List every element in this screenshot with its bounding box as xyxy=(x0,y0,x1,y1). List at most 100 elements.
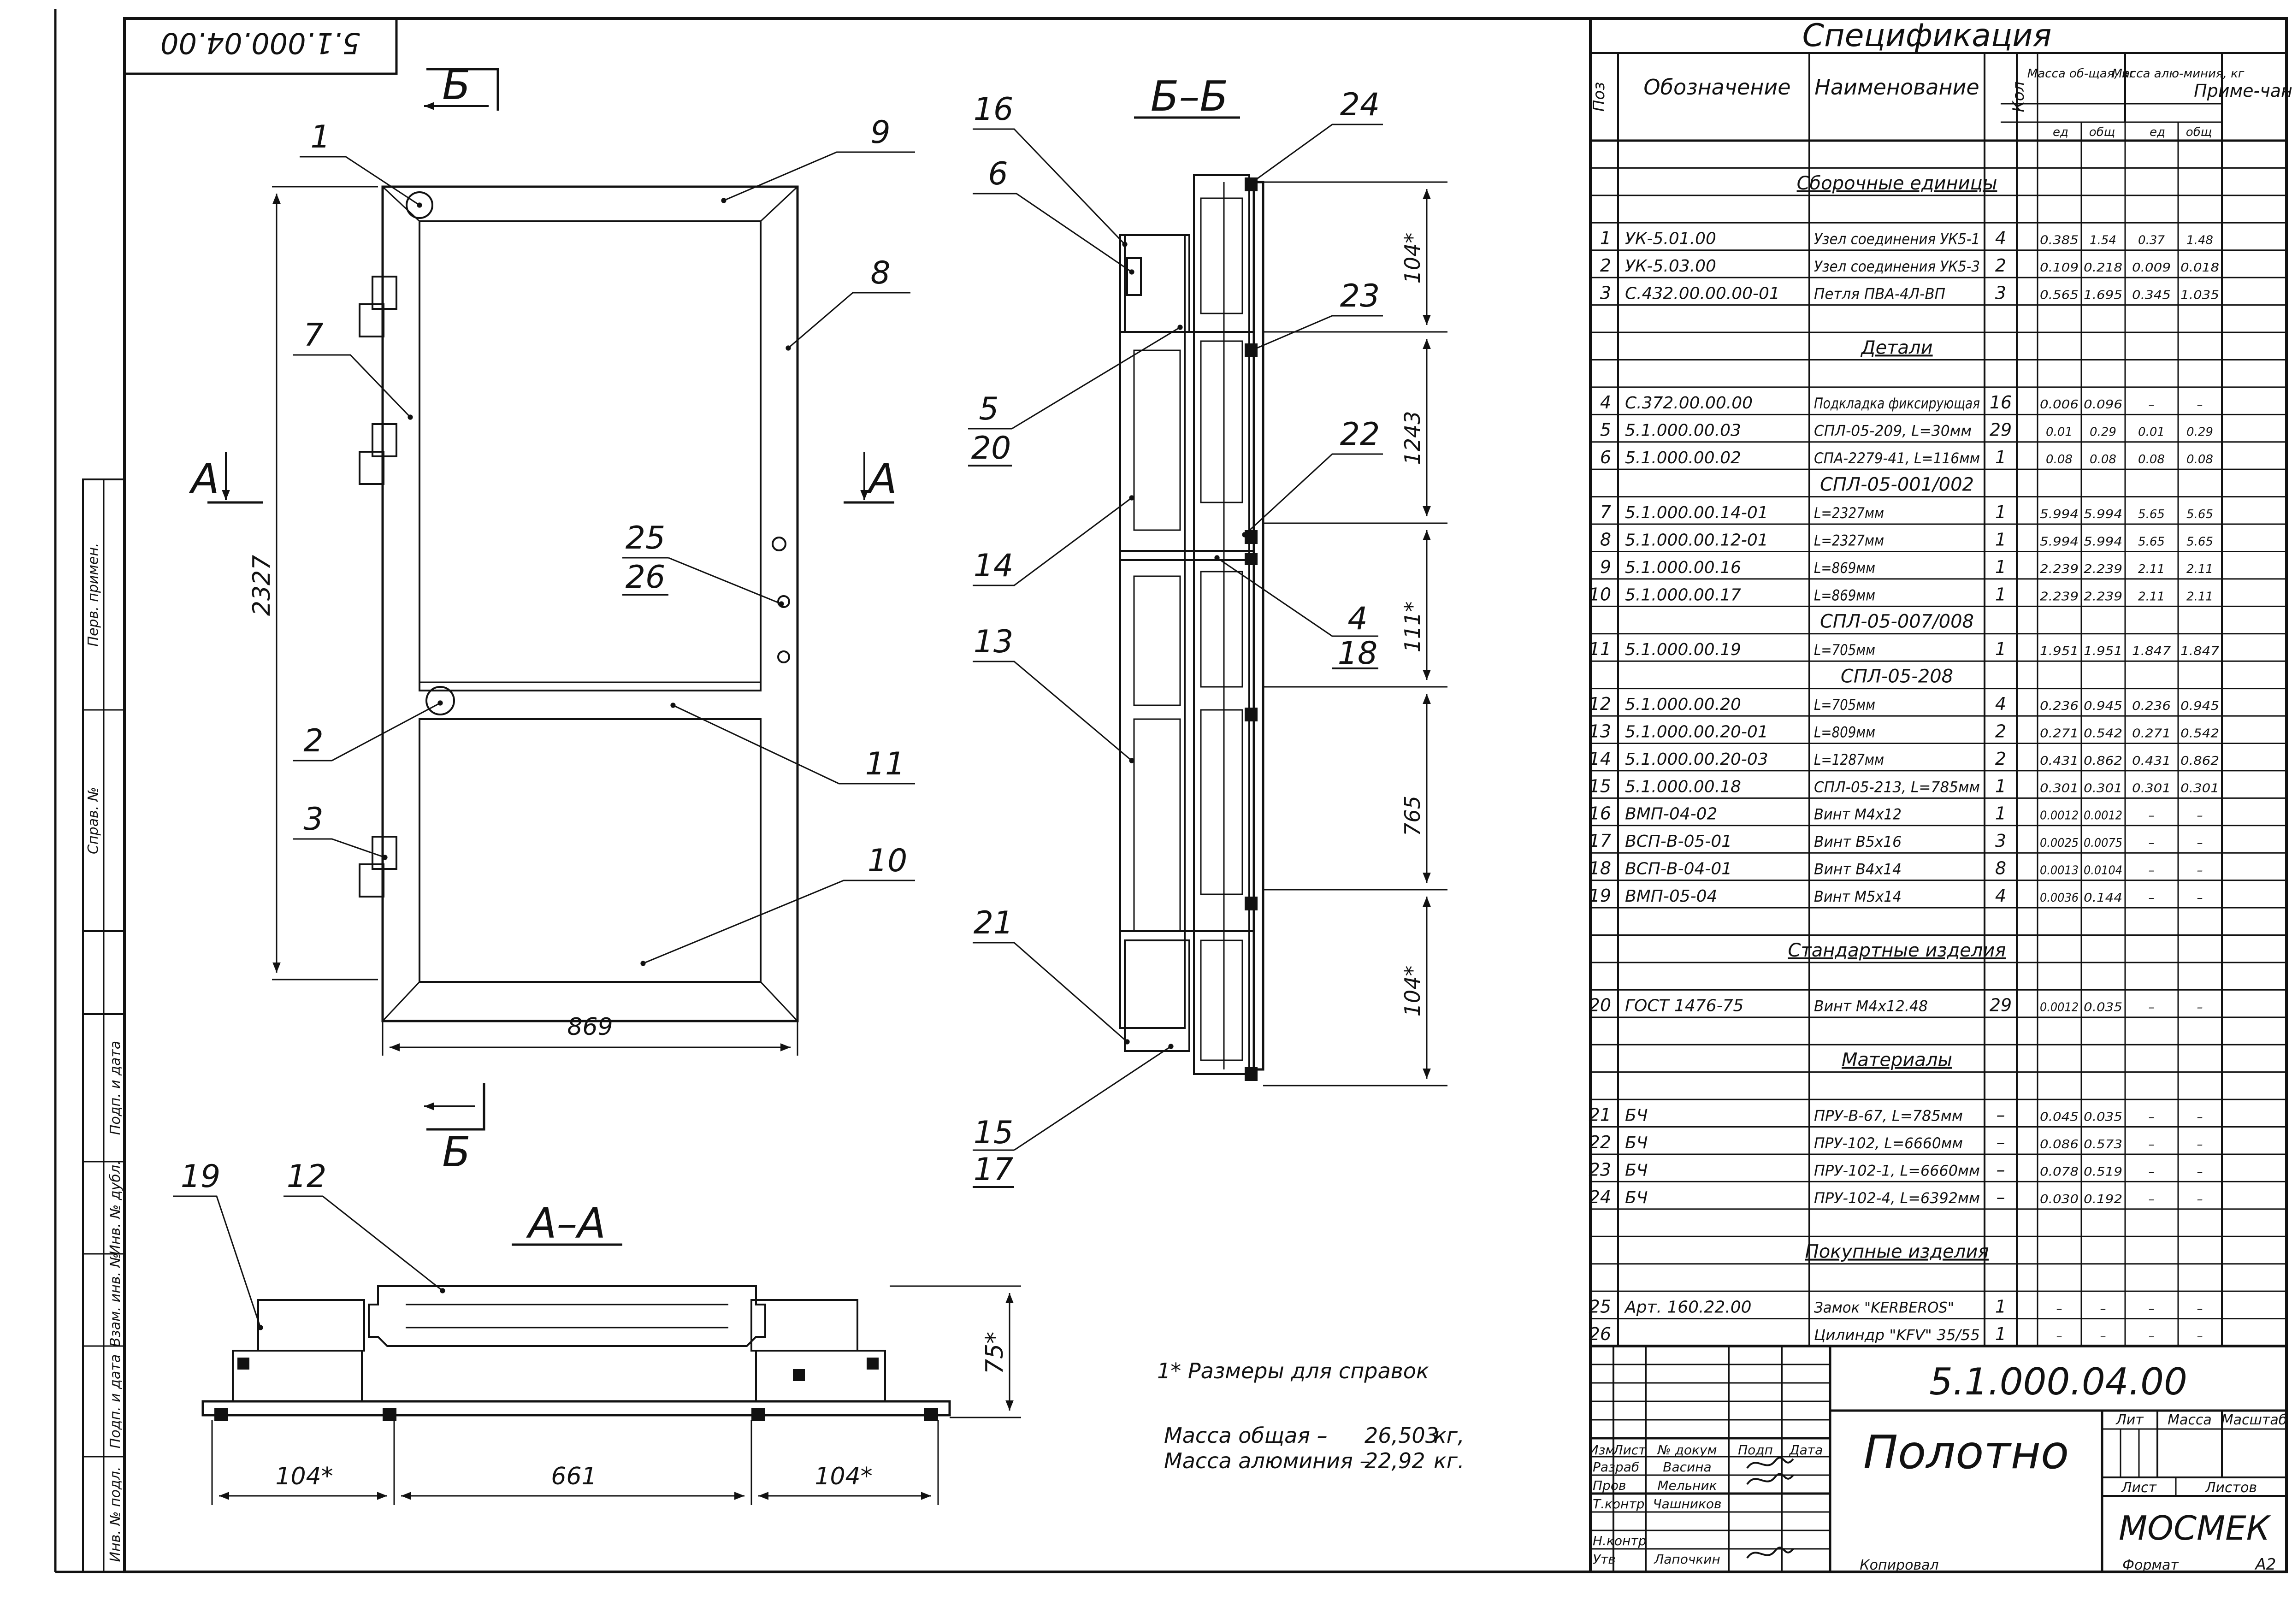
spec-m1: 0.0036 xyxy=(2040,891,2079,905)
tb-header: № докум xyxy=(1656,1442,1717,1458)
spec-section-row: Стандартные изделия xyxy=(1788,940,2006,961)
spec-kol: – xyxy=(1997,1159,2005,1180)
svg-text:11: 11 xyxy=(865,746,905,782)
side-strip: Перв. примен. Справ. № Подп. и дата Инв.… xyxy=(82,478,125,1573)
tb-header: Подп xyxy=(1738,1442,1773,1458)
spec-header-mass-total: Масса об-щая, кг xyxy=(2027,67,2136,81)
spec-poz: 16 xyxy=(1589,803,1611,824)
tb-role: Разраб xyxy=(1593,1459,1639,1475)
spec-m2: 0.096 xyxy=(2084,398,2122,412)
callout-16: 16 xyxy=(973,91,1128,247)
seal-marks xyxy=(214,1358,938,1421)
spec-a1: 0.009 xyxy=(2132,261,2171,275)
spec-header-oboz: Обозначение xyxy=(1643,75,1790,100)
spec-subheader: СПЛ-05-007/008 xyxy=(1820,611,1974,632)
svg-text:6: 6 xyxy=(988,156,1008,192)
signature-mark xyxy=(1746,1473,1794,1485)
spec-a1: 0.08 xyxy=(2138,453,2165,467)
spec-oboz: ВМП-04-02 xyxy=(1625,805,1717,824)
section-aa-view: А–А 104* 661 104* 75* xyxy=(173,1158,1021,1505)
dim-bb-5: 104* xyxy=(1400,966,1425,1017)
spec-kol: – xyxy=(1997,1187,2005,1207)
spec-a1: 0.01 xyxy=(2138,425,2165,439)
spec-kol: – xyxy=(1997,1132,2005,1152)
lock-hole xyxy=(777,650,790,663)
signature-mark xyxy=(1746,1457,1794,1469)
tb-lit-label: Лит xyxy=(2115,1412,2144,1428)
tb-person: Васина xyxy=(1663,1459,1711,1475)
spec-m1: 0.006 xyxy=(2040,398,2079,412)
spec-header-naim: Наименование xyxy=(1814,75,1979,100)
tb-role: Н.контр xyxy=(1593,1533,1646,1548)
spec-a1: – xyxy=(2149,836,2155,850)
strip-label-vzam: Взам. инв. № xyxy=(107,1253,124,1347)
spec-a1: 5.65 xyxy=(2138,508,2165,521)
spec-a1: 0.37 xyxy=(2138,234,2165,248)
spec-poz: 15 xyxy=(1589,776,1611,796)
spec-m1: 2.239 xyxy=(2040,562,2079,576)
cut-mark-bottom: Б xyxy=(442,1128,471,1176)
spec-oboz: БЧ xyxy=(1625,1134,1648,1152)
spec-header-mass-alu: Масса алю-миния, кг xyxy=(2112,67,2245,81)
note-ref-dims: 1* Размеры для справок xyxy=(1157,1358,1429,1383)
spec-kol: 29 xyxy=(1990,995,2012,1016)
spec-naim: Винт В4х14 xyxy=(1814,861,1902,878)
spec-m1: 0.045 xyxy=(2040,1110,2079,1124)
svg-text:21: 21 xyxy=(974,905,1014,941)
spec-oboz: 5.1.000.00.16 xyxy=(1625,558,1741,577)
spec-kol: 16 xyxy=(1990,392,2012,413)
spec-naim: Подкладка фиксирующая xyxy=(1814,395,1980,412)
spec-section-row: Материалы xyxy=(1842,1050,1952,1071)
spec-oboz: 5.1.000.00.03 xyxy=(1625,421,1741,440)
spec-poz: 11 xyxy=(1589,639,1611,659)
spec-header-obsh-1: общ xyxy=(2089,125,2115,139)
svg-text:14: 14 xyxy=(974,548,1014,584)
svg-text:25: 25 xyxy=(626,520,666,556)
spec-a2: 5.65 xyxy=(2186,508,2213,521)
spec-poz: 7 xyxy=(1600,502,1611,522)
svg-text:5: 5 xyxy=(979,391,998,427)
section-mark-left: А xyxy=(189,455,219,503)
svg-text:1: 1 xyxy=(310,119,330,155)
spec-a2: – xyxy=(2197,809,2203,823)
spec-kol: 1 xyxy=(1995,529,2006,549)
spec-naim: Винт М5х14 xyxy=(1814,888,1902,905)
strip-label-podp2: Подп. и дата xyxy=(107,1354,124,1448)
tb-person: Чашников xyxy=(1653,1496,1721,1512)
spec-poz: 22 xyxy=(1589,1132,1611,1152)
spec-naim: L=1287мм xyxy=(1814,751,1884,768)
spec-a2: – xyxy=(2197,864,2203,878)
spec-poz: 24 xyxy=(1589,1187,1611,1207)
spec-naim: Замок "KERBEROS" xyxy=(1814,1299,1954,1316)
spec-section-row: Сборочные единицы xyxy=(1797,173,1997,194)
tb-header: Дата xyxy=(1789,1442,1823,1458)
spec-a2: 1.035 xyxy=(2180,289,2219,302)
spec-poz: 18 xyxy=(1589,858,1611,879)
spec-section-title: Детали xyxy=(1860,337,1932,358)
spec-m2: 0.0075 xyxy=(2084,836,2122,850)
spec-a2: 0.862 xyxy=(2180,754,2219,768)
spec-a1: 0.345 xyxy=(2132,289,2171,302)
tb-header: Изм xyxy=(1589,1442,1615,1458)
dim-aa-4: 75* xyxy=(981,1332,1009,1374)
spec-naim: Винт М4х12 xyxy=(1814,806,1902,823)
spec-a2: 5.65 xyxy=(2186,535,2213,549)
section-aa-title: А–А xyxy=(526,1199,606,1248)
dim-bb-3: 111* xyxy=(1400,602,1425,653)
callout-13: 13 xyxy=(973,624,1134,763)
spec-a2: – xyxy=(2197,1001,2203,1015)
spec-a2: – xyxy=(2197,836,2203,850)
spec-m2: 0.301 xyxy=(2084,781,2122,795)
spec-a1: 0.301 xyxy=(2132,781,2171,795)
tb-person: Лапочкин xyxy=(1654,1552,1720,1567)
spec-m2: 0.519 xyxy=(2084,1165,2122,1179)
strip-label-perv: Перв. примен. xyxy=(85,543,101,646)
svg-text:23: 23 xyxy=(1340,278,1380,314)
spec-a2: – xyxy=(2197,1110,2203,1124)
